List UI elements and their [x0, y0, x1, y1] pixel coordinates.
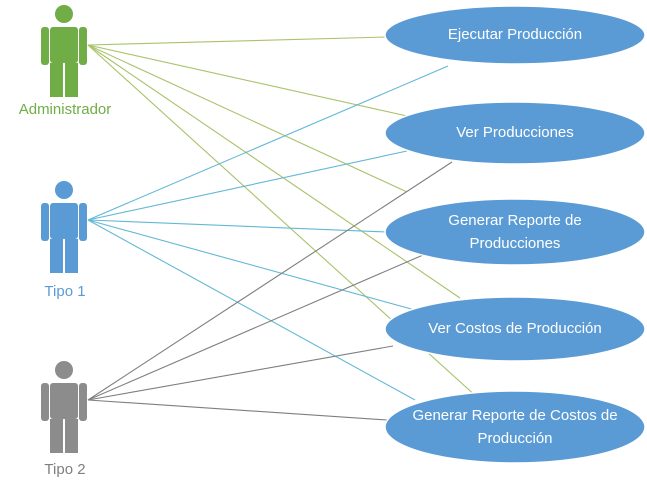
use-case-ellipse-uc2[interactable]	[384, 101, 646, 165]
actor-label-admin: Administrador	[18, 101, 112, 118]
association-line-tipo2-uc2	[87, 161, 453, 401]
use-cases	[384, 5, 646, 464]
association-line-admin-uc4	[87, 44, 461, 299]
actor-tipo2-icon	[41, 361, 87, 453]
association-line-tipo2-uc3	[87, 251, 431, 401]
actor-tipo1-icon	[41, 181, 87, 273]
association-line-tipo1-uc4	[87, 219, 416, 311]
association-line-admin-uc1	[87, 36, 388, 46]
use-case-ellipse-uc4[interactable]	[384, 296, 646, 362]
association-lines	[87, 36, 479, 421]
association-line-tipo1-uc5	[87, 219, 416, 401]
actor-admin-icon	[41, 5, 87, 97]
use-case-ellipse-uc5[interactable]	[384, 390, 646, 464]
actor-label-tipo2: Tipo 2	[44, 461, 86, 478]
association-line-tipo2-uc4	[87, 345, 394, 401]
association-line-admin-uc2	[87, 44, 408, 117]
association-line-tipo1-uc2	[87, 150, 408, 221]
use-case-ellipse-uc1[interactable]	[384, 5, 646, 65]
use-case-ellipse-uc3[interactable]	[384, 198, 646, 266]
actor-label-tipo1: Tipo 1	[44, 283, 86, 300]
association-line-tipo1-uc1	[87, 65, 449, 221]
association-line-tipo2-uc5	[87, 399, 388, 421]
association-line-tipo1-uc3	[87, 219, 388, 233]
association-line-admin-uc3	[87, 44, 408, 193]
actors	[41, 5, 87, 453]
